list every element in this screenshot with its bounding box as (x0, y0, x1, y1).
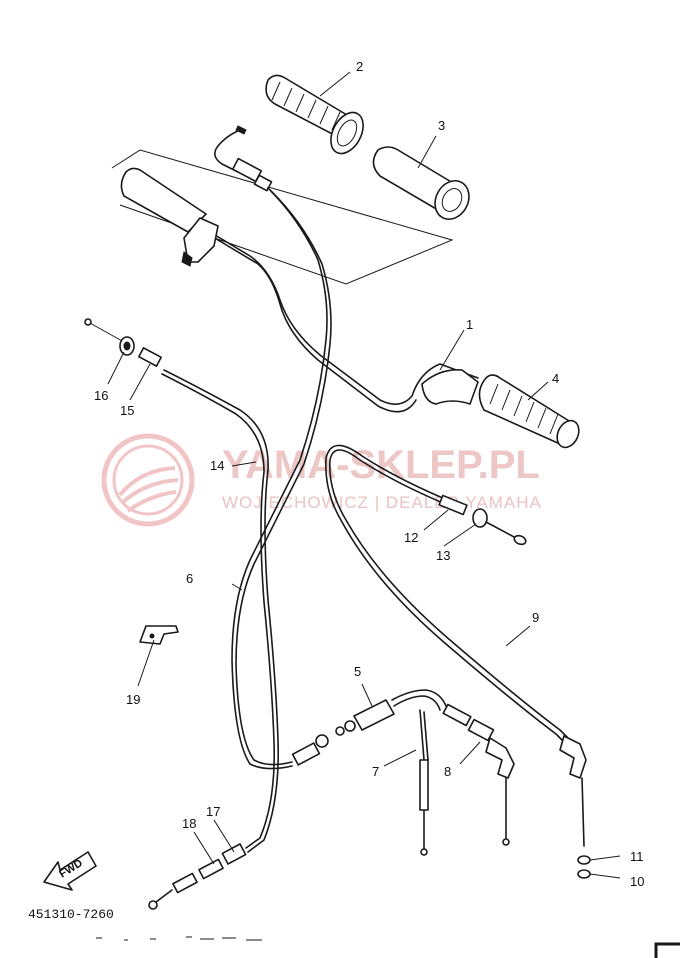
drawing-code: 451310-7260 (28, 907, 114, 922)
part-clutch-cable (138, 347, 280, 853)
callout-18: 18 (182, 816, 196, 831)
callout-8: 8 (444, 764, 451, 779)
forward-direction-arrow: FWD (43, 851, 97, 891)
callout-16: 16 (94, 388, 108, 403)
part-throttle-cable (214, 125, 332, 770)
callout-6: 6 (186, 571, 193, 586)
part-left-grip (265, 74, 364, 155)
callout-12: 12 (404, 530, 418, 545)
callout-17: 17 (206, 804, 220, 819)
part-junction-5 (335, 689, 447, 736)
callout-13: 13 (436, 548, 450, 563)
callout-15: 15 (120, 403, 134, 418)
part-lower-fittings-17-18 (148, 843, 247, 910)
watermark-title: YAMA-SKLEP.PL (222, 443, 540, 487)
callout-9: 9 (532, 610, 539, 625)
callout-3: 3 (438, 118, 445, 133)
callout-19: 19 (126, 692, 140, 707)
handlebar-reference-outline (111, 149, 454, 285)
part-cable-7 (419, 709, 429, 856)
part-cable-8 (442, 703, 515, 846)
part-starter-cable (325, 444, 591, 879)
callout-labels: 2 3 1 4 16 15 14 12 13 6 9 5 19 7 8 17 1… (94, 59, 644, 889)
part-bracket-19 (139, 625, 179, 645)
watermark-logo (101, 433, 195, 527)
part-adjuster-15-16 (84, 318, 135, 356)
callout-5: 5 (354, 664, 361, 679)
callout-4: 4 (552, 371, 559, 386)
scan-artifacts (96, 936, 680, 958)
callout-14: 14 (210, 458, 224, 473)
leader-lines (107, 71, 621, 879)
callout-1: 1 (466, 317, 473, 332)
callout-7: 7 (372, 764, 379, 779)
part-throttle-grip (372, 146, 470, 220)
part-handlebar (181, 217, 479, 413)
part-right-grip (478, 374, 580, 449)
bar-left-sleeve (120, 167, 207, 233)
callout-2: 2 (356, 59, 363, 74)
callout-10: 10 (630, 874, 644, 889)
watermark-subtitle: WOJ.ECHOWICZ | DEALER YAMAHA (222, 493, 542, 512)
callout-11: 11 (630, 849, 644, 864)
